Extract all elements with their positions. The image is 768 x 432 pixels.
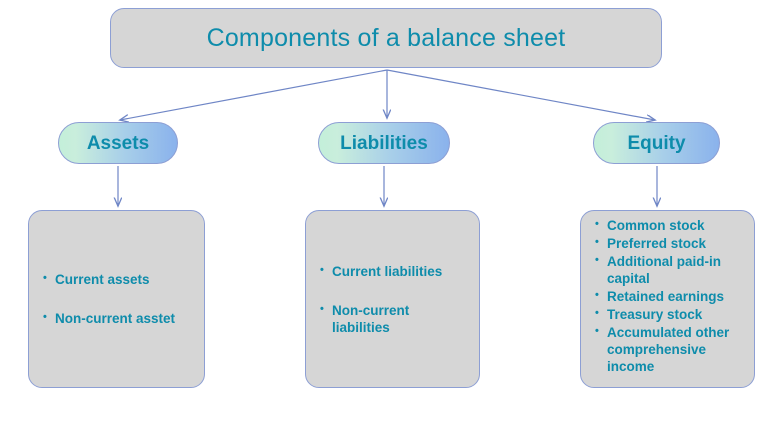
list-item: Additional paid-in capital: [595, 252, 744, 287]
list-item: Treasury stock: [595, 305, 744, 323]
content-box-liabilities: Current liabilities Non-current liabilit…: [305, 210, 480, 388]
connector-title-to-equity: [386, 69, 655, 120]
page-title: Components of a balance sheet: [206, 23, 566, 52]
connector-title-to-assets: [120, 69, 388, 120]
list-item: Common stock: [595, 216, 744, 234]
category-label-liabilities: Liabilities: [340, 132, 428, 154]
list-item: Preferred stock: [595, 234, 744, 252]
list-item: Retained earnings: [595, 287, 744, 305]
bullet-list-liabilities: Current liabilities Non-current liabilit…: [320, 262, 469, 336]
diagram-title-box: Components of a balance sheet: [110, 8, 662, 68]
list-item: Current assets: [43, 270, 194, 288]
content-box-equity: Common stock Preferred stock Additional …: [580, 210, 755, 388]
list-item: Current liabilities: [320, 262, 469, 280]
bullet-list-assets: Current assets Non-current asstet: [43, 270, 194, 327]
list-item: Non-current asstet: [43, 309, 194, 327]
category-label-assets: Assets: [86, 132, 150, 154]
list-item: Non-current liabilities: [320, 301, 469, 336]
category-pill-liabilities: Liabilities: [318, 122, 450, 164]
list-item: Accumulated other comprehensive income: [595, 323, 744, 375]
category-pill-equity: Equity: [593, 122, 720, 164]
category-label-equity: Equity: [627, 132, 686, 154]
content-box-assets: Current assets Non-current asstet: [28, 210, 205, 388]
bullet-list-equity: Common stock Preferred stock Additional …: [595, 216, 744, 375]
category-pill-assets: Assets: [58, 122, 178, 164]
